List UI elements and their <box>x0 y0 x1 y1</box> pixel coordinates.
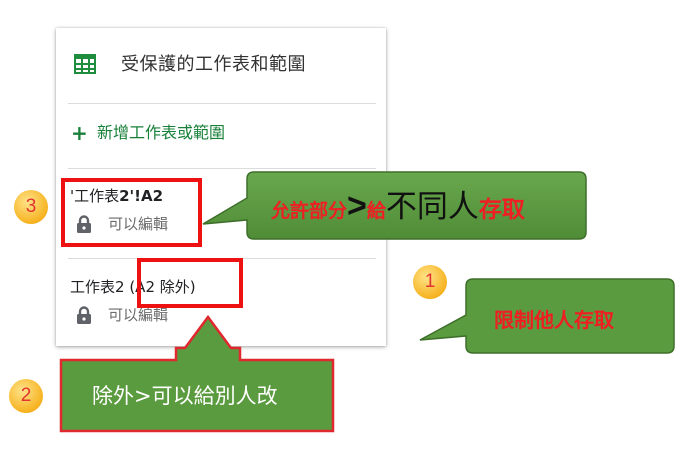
callout-text-part: 存取 <box>478 196 525 223</box>
panel-header: 受保護的工作表和範圍 <box>56 28 386 103</box>
step-marker: 1 <box>413 265 447 299</box>
lock-icon <box>77 215 91 233</box>
callout-restrict-access: 限制他人存取 <box>419 276 680 361</box>
add-sheet-or-range-label: 新增工作表或範圍 <box>97 123 226 142</box>
protected-range-title: 工作表2 (A2 除外) <box>70 276 196 297</box>
range-title-prefix: '工作表 <box>70 187 120 205</box>
callout-partial-access: 允許部分>給不同人存取 <box>199 166 589 246</box>
callout-restrict-access-text: 限制他人存取 <box>494 308 614 332</box>
callout-text-part: 不同人 <box>385 189 479 225</box>
panel-title: 受保護的工作表和範圍 <box>121 54 306 75</box>
sheets-icon <box>74 54 96 74</box>
protected-range-item[interactable]: 工作表2 (A2 除外) 可以編輯 <box>56 266 386 346</box>
range-title-suffix: 除外) <box>154 278 196 296</box>
callout-text-part: 允許部分 <box>271 200 348 222</box>
highlight-box-range <box>61 178 202 247</box>
callout-text-part: 給 <box>366 200 386 222</box>
range-title-ref: 2'!A2 <box>119 187 164 205</box>
range-title-ref: 2 (A2 <box>115 278 155 296</box>
callout-partial-access-text: 允許部分>給不同人存取 <box>271 188 525 230</box>
permission-label: 可以編輯 <box>108 306 169 324</box>
callout-except-editable: 除外>可以給別人改 <box>58 314 348 434</box>
divider <box>68 168 376 169</box>
lock-icon <box>77 306 91 324</box>
step-marker: 3 <box>14 190 48 224</box>
callout-text-part: > <box>347 187 367 225</box>
protected-range-item[interactable]: '工作表2'!A2 可以編輯 <box>56 175 386 255</box>
plus-icon: + <box>71 121 88 145</box>
permission-label: 可以編輯 <box>108 215 169 233</box>
divider <box>68 103 376 104</box>
callout-except-editable-text: 除外>可以給別人改 <box>92 384 278 408</box>
highlight-box-except <box>137 258 243 308</box>
protected-range-title: '工作表2'!A2 <box>70 185 163 206</box>
step-marker: 2 <box>9 379 43 413</box>
range-title-prefix: 工作表 <box>70 278 116 296</box>
